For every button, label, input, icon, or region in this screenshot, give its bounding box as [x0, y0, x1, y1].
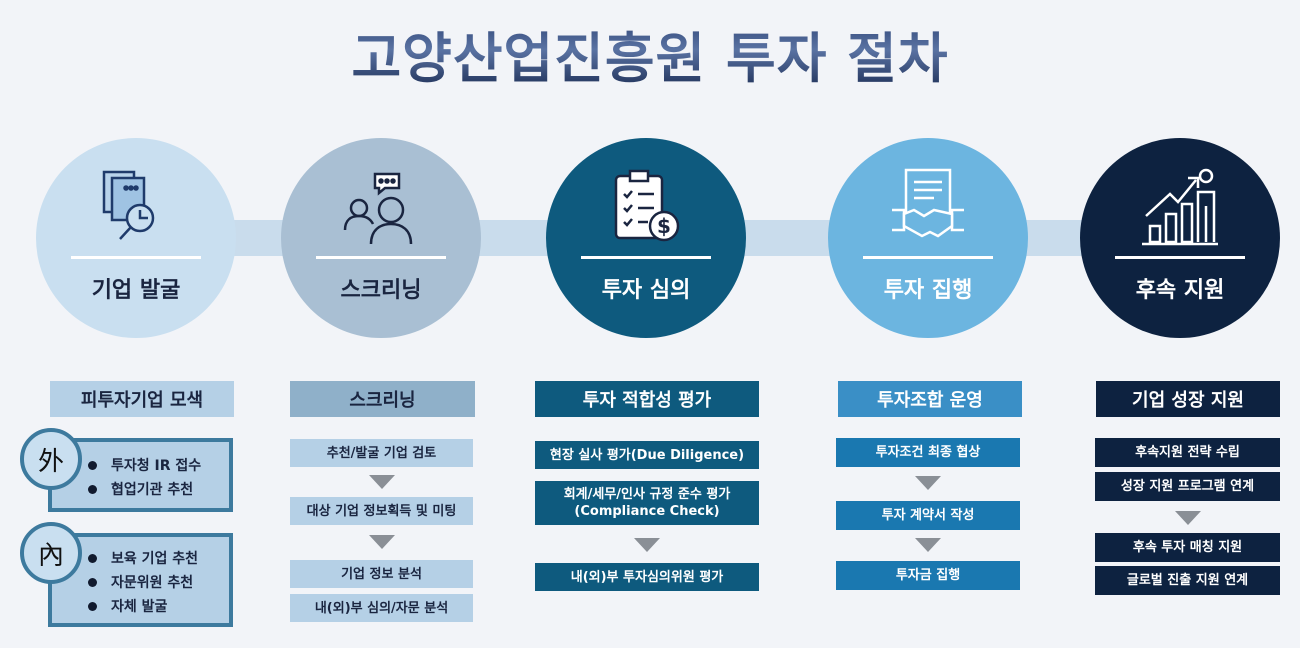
process-item: 성장 지원 프로그램 연계	[1095, 472, 1280, 501]
down-arrow-icon	[915, 538, 941, 552]
down-arrow-icon	[915, 476, 941, 490]
contract-handshake-icon	[892, 168, 964, 238]
process-item: 추천/발굴 기업 검토	[290, 439, 473, 467]
process-item: 현장 실사 평가(Due Diligence)	[535, 441, 759, 469]
process-item: 내(외)부 투자심의위원 평가	[535, 563, 759, 591]
process-item: 투자조건 최종 협상	[836, 438, 1020, 467]
step-label: 후속 지원	[1135, 278, 1225, 303]
process-item: 후속지원 전략 수립	[1095, 438, 1280, 467]
step-circle-1: 기업 발굴	[36, 138, 236, 338]
list-item: 투자청 IR 접수	[88, 453, 229, 477]
list-item: 보육 기업 추천	[88, 546, 229, 570]
list-item: 자문위원 추천	[88, 570, 229, 594]
growth-chart-person-icon	[1142, 168, 1218, 246]
step-label: 투자 심의	[601, 278, 691, 303]
divider	[581, 256, 711, 259]
process-item: 후속 투자 매칭 지원	[1095, 533, 1280, 562]
clipboard-dollar-icon: $	[614, 169, 680, 242]
people-chat-icon	[343, 172, 413, 245]
step-label: 스크리닝	[340, 278, 422, 303]
process-item: 대상 기업 정보획득 및 미팅	[290, 497, 473, 525]
process-item: 투자 계약서 작성	[836, 501, 1020, 530]
step-circle-3: $ 투자 심의	[546, 138, 746, 338]
divider	[316, 256, 446, 259]
process-item: 투자금 집행	[836, 561, 1020, 590]
internal-mark: 內	[20, 522, 82, 584]
page-title: 고양산업진흥원 투자 절차	[0, 14, 1300, 93]
step-label: 투자 집행	[883, 278, 973, 303]
col4-header: 투자조합 운영	[838, 381, 1022, 417]
process-item: 내(외)부 심의/자문 분석	[290, 594, 473, 622]
item-line: (Compliance Check)	[574, 504, 720, 519]
col2-header: 스크리닝	[290, 381, 475, 417]
col3-header: 투자 적합성 평가	[535, 381, 759, 417]
process-item: 기업 정보 분석	[290, 560, 473, 588]
svg-text:$: $	[657, 214, 671, 238]
step-circle-2: 스크리닝	[281, 138, 481, 338]
item-line: 회계/세무/인사 규정 준수 평가	[563, 487, 731, 502]
process-item: 회계/세무/인사 규정 준수 평가 (Compliance Check)	[535, 481, 759, 525]
document-search-icon	[102, 170, 155, 240]
down-arrow-icon	[369, 535, 395, 549]
col5-header: 기업 성장 지원	[1096, 381, 1280, 417]
step-circle-5: 후속 지원	[1080, 138, 1280, 338]
list-item: 자체 발굴	[88, 594, 229, 618]
process-item: 글로벌 진출 지원 연계	[1095, 566, 1280, 595]
step-label: 기업 발굴	[91, 278, 181, 303]
down-arrow-icon	[1175, 511, 1201, 525]
divider	[1115, 256, 1245, 259]
list-item: 협업기관 추천	[88, 477, 229, 501]
down-arrow-icon	[369, 475, 395, 489]
down-arrow-icon	[634, 538, 660, 552]
divider	[863, 256, 993, 259]
step-circle-4: 투자 집행	[828, 138, 1028, 338]
col1-header: 피투자기업 모색	[50, 381, 234, 417]
divider	[71, 256, 201, 259]
external-mark: 外	[20, 428, 82, 490]
